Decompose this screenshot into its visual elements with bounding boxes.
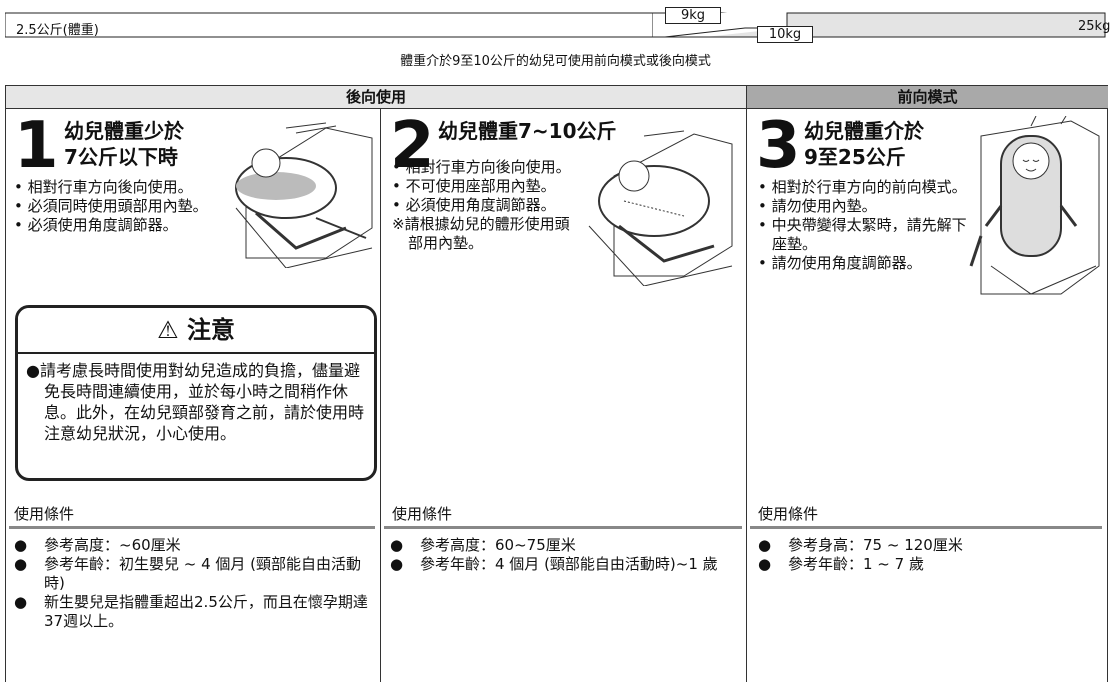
col1-bullets: • 相對行車方向後向使用。 • 必須同時使用頭部用內墊。 • 必須使用角度調節器… — [14, 178, 232, 235]
warning-triangle-icon: ⚠ — [157, 316, 179, 344]
condition-item: ●新生嬰兒是指體重超出2.5公斤，而且在懷孕期達37週以上。 — [14, 593, 368, 630]
bullet-item: • 相對行車方向後向使用。 — [392, 158, 571, 176]
col2-conditions: ●參考高度：60~75厘米 ●參考年齡：4 個月 (頸部能自由活動時)~1 歲 — [390, 536, 740, 574]
caution-title: 注意 — [186, 316, 235, 344]
rear-facing-header: 後向使用 — [6, 86, 746, 109]
bullet-dot-icon: ● — [758, 536, 772, 554]
mode-table: 後向使用 前向模式 1 幼兒體重少於 7公斤以下時 • 相對行車方向後向使用。 … — [5, 85, 1108, 682]
bullet-item: • 請勿使用內墊。 — [758, 197, 877, 215]
weight-start-label: 2.5公斤(體重) — [16, 23, 99, 38]
col2-conditions-title: 使用條件 — [392, 505, 453, 523]
condition-item: ●參考年齡：1 ~ 7 歲 — [758, 555, 924, 573]
col3-title-line2: 9至25公斤 — [804, 145, 906, 169]
divider — [384, 526, 742, 529]
col1-conditions: ●參考高度：~60厘米 ●參考年齡：初生嬰兒 ~ 4 個月 (頸部能自由活動時)… — [14, 536, 374, 631]
forward-facing-child-seat-illustration — [969, 116, 1100, 295]
condition-item: ●參考高度：60~75厘米 — [390, 536, 576, 554]
weight-end-label: 25kg — [1078, 19, 1111, 34]
column-divider — [746, 108, 747, 682]
col2-note: ※請根據幼兒的體形使用頭部用內墊。 — [392, 215, 570, 252]
bullet-dot-icon: ● — [14, 536, 28, 554]
bullet-item: • 必須使用角度調節器。 — [14, 216, 178, 234]
bullet-item: • 相對行車方向後向使用。 — [14, 178, 193, 196]
bullet-item: • 相對於行車方向的前向模式。 — [758, 178, 967, 196]
col3-conditions-title: 使用條件 — [758, 505, 819, 523]
bullet-item: • 必須同時使用頭部用內墊。 — [14, 197, 208, 215]
divider — [750, 526, 1102, 529]
weight-marker-9kg: 9kg — [665, 7, 721, 24]
caution-box: ⚠ 注意 ●請考慮長時間使用對幼兒造成的負擔，儘量避免長時間連續使用，並於每小時… — [15, 305, 377, 481]
column-divider — [380, 108, 381, 682]
condition-item: ●參考身高：75 ~ 120厘米 — [758, 536, 963, 554]
bullet-item: • 請勿使用角度調節器。 — [758, 254, 922, 272]
caution-header: ⚠ 注意 — [18, 308, 374, 354]
bullet-dot-icon: ● — [14, 555, 28, 573]
weight-marker-10kg: 10kg — [757, 26, 813, 43]
bullet-dot-icon: ● — [758, 555, 772, 573]
bullet-item: • 中央帶變得太緊時，請先解下座墊。 — [758, 216, 967, 253]
caution-text: ●請考慮長時間使用對幼兒造成的負擔，儘量避免長時間連續使用，並於每小時之間稍作休… — [26, 361, 365, 443]
col3-title-line1: 幼兒體重介於 — [804, 119, 924, 143]
bullet-dot-icon: ● — [14, 593, 28, 611]
col2-title: 幼兒體重7~10公斤 — [438, 119, 617, 143]
condition-item: ●參考年齡：初生嬰兒 ~ 4 個月 (頸部能自由活動時) — [14, 555, 362, 592]
divider — [9, 526, 375, 529]
col3-conditions: ●參考身高：75 ~ 120厘米 ●參考年齡：1 ~ 7 歲 — [758, 536, 1098, 574]
condition-item: ●參考年齡：4 個月 (頸部能自由活動時)~1 歲 — [390, 555, 718, 573]
bullet-dot-icon: ● — [390, 536, 404, 554]
bullet-dot-icon: ● — [390, 555, 404, 573]
condition-item: ●參考高度：~60厘米 — [14, 536, 181, 554]
col1-conditions-title: 使用條件 — [14, 505, 75, 523]
step-number-1: 1 — [14, 109, 59, 183]
col1-title-line2: 7公斤以下時 — [64, 145, 178, 169]
col1-title-line1: 幼兒體重少於 — [64, 119, 184, 143]
rear-facing-newborn-seat-illustration — [235, 122, 373, 268]
step-number-3: 3 — [756, 109, 801, 183]
bullet-item: • 不可使用座部用內墊。 — [392, 177, 556, 195]
col2-bullets: • 相對行車方向後向使用。 • 不可使用座部用內墊。 • 必須使用角度調節器。 … — [392, 158, 582, 253]
col3-bullets: • 相對於行車方向的前向模式。 • 請勿使用內墊。 • 中央帶變得太緊時，請先解… — [758, 178, 968, 273]
rear-facing-infant-seat-illustration — [588, 130, 733, 286]
forward-facing-header: 前向模式 — [746, 86, 1108, 109]
weight-overlap-note: 體重介於9至10公斤的幼兒可使用前向模式或後向模式 — [400, 54, 711, 69]
step-number-2: 2 — [390, 109, 435, 183]
bullet-item: • 必須使用角度調節器。 — [392, 196, 556, 214]
weight-range-bar — [5, 12, 1106, 38]
